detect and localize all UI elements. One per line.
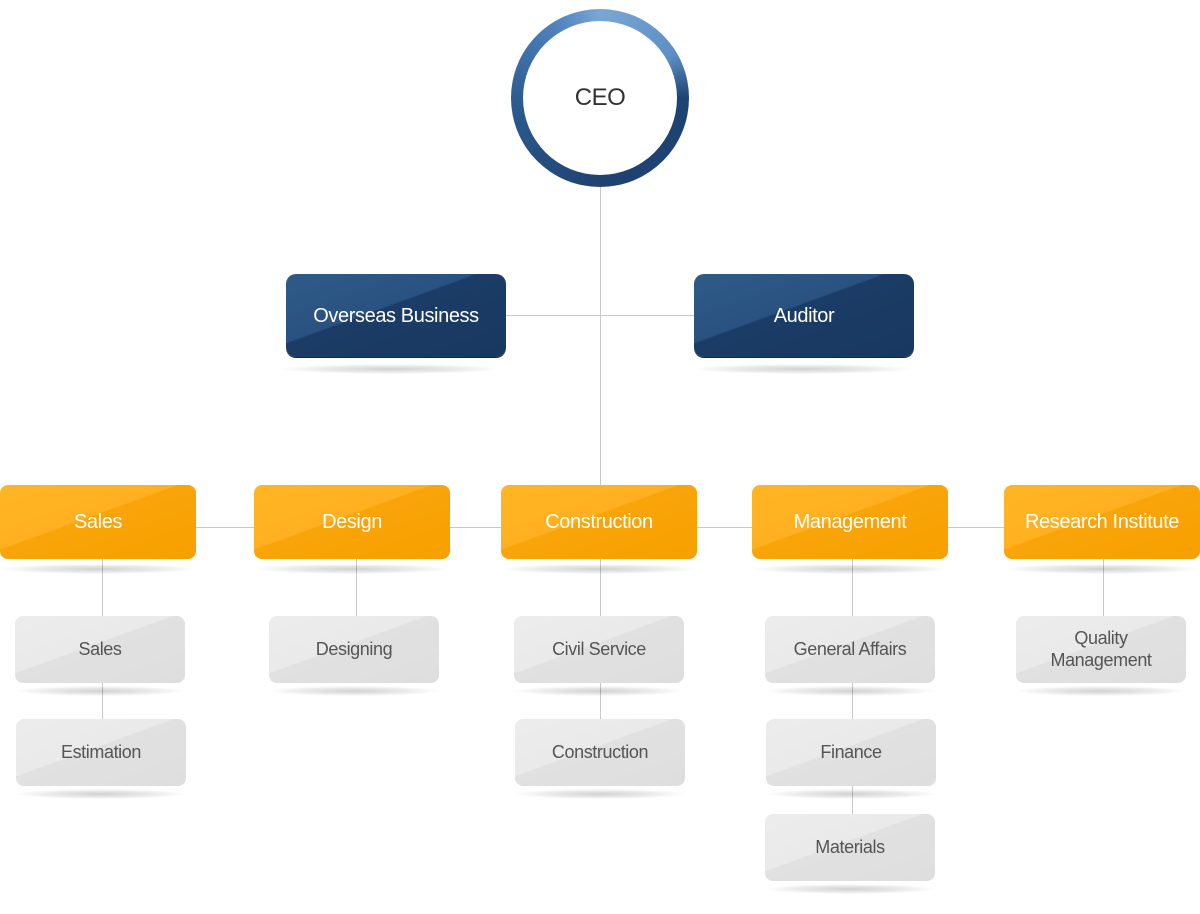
connector-ceo-trunk	[600, 186, 601, 486]
team-shadow	[766, 884, 934, 894]
staff-box-auditor: Auditor	[694, 274, 914, 357]
staff-shadow-auditor	[694, 364, 910, 374]
team-box-estimation: Estimation	[16, 719, 186, 786]
department-box-sales: Sales	[0, 485, 196, 559]
department-shadow-management	[754, 564, 946, 574]
department-box-management: Management	[752, 485, 948, 559]
connector-staff-horizontal	[506, 315, 694, 316]
department-shadow-sales	[2, 564, 194, 574]
department-shadow-construction	[503, 564, 695, 574]
team-shadow	[767, 789, 935, 799]
department-shadow-design	[256, 564, 448, 574]
team-box-finance: Finance	[766, 719, 936, 786]
connector-management-teams	[852, 558, 853, 816]
team-box-designing: Designing	[269, 616, 439, 683]
connector-research-teams	[1103, 558, 1104, 617]
staff-shadow-overseas	[282, 364, 498, 374]
department-box-design: Design	[254, 485, 450, 559]
department-box-construction: Construction	[501, 485, 697, 559]
team-shadow	[16, 686, 184, 696]
team-shadow	[766, 686, 934, 696]
department-box-research-institute: Research Institute	[1004, 485, 1200, 559]
team-box-sales: Sales	[15, 616, 185, 683]
team-shadow	[17, 789, 185, 799]
department-shadow-research	[1006, 564, 1198, 574]
team-box-general-affairs: General Affairs	[765, 616, 935, 683]
team-shadow	[515, 686, 683, 696]
ceo-node: CEO	[511, 9, 689, 187]
team-shadow	[270, 686, 438, 696]
team-box-construction: Construction	[515, 719, 685, 786]
ceo-label: CEO	[523, 21, 677, 175]
team-box-materials: Materials	[765, 814, 935, 881]
team-shadow	[516, 789, 684, 799]
team-shadow	[1017, 686, 1185, 696]
connector-design-teams	[356, 558, 357, 617]
team-box-civil-service: Civil Service	[514, 616, 684, 683]
team-box-quality-management: Quality Management	[1016, 616, 1186, 683]
staff-box-overseas-business: Overseas Business	[286, 274, 506, 357]
